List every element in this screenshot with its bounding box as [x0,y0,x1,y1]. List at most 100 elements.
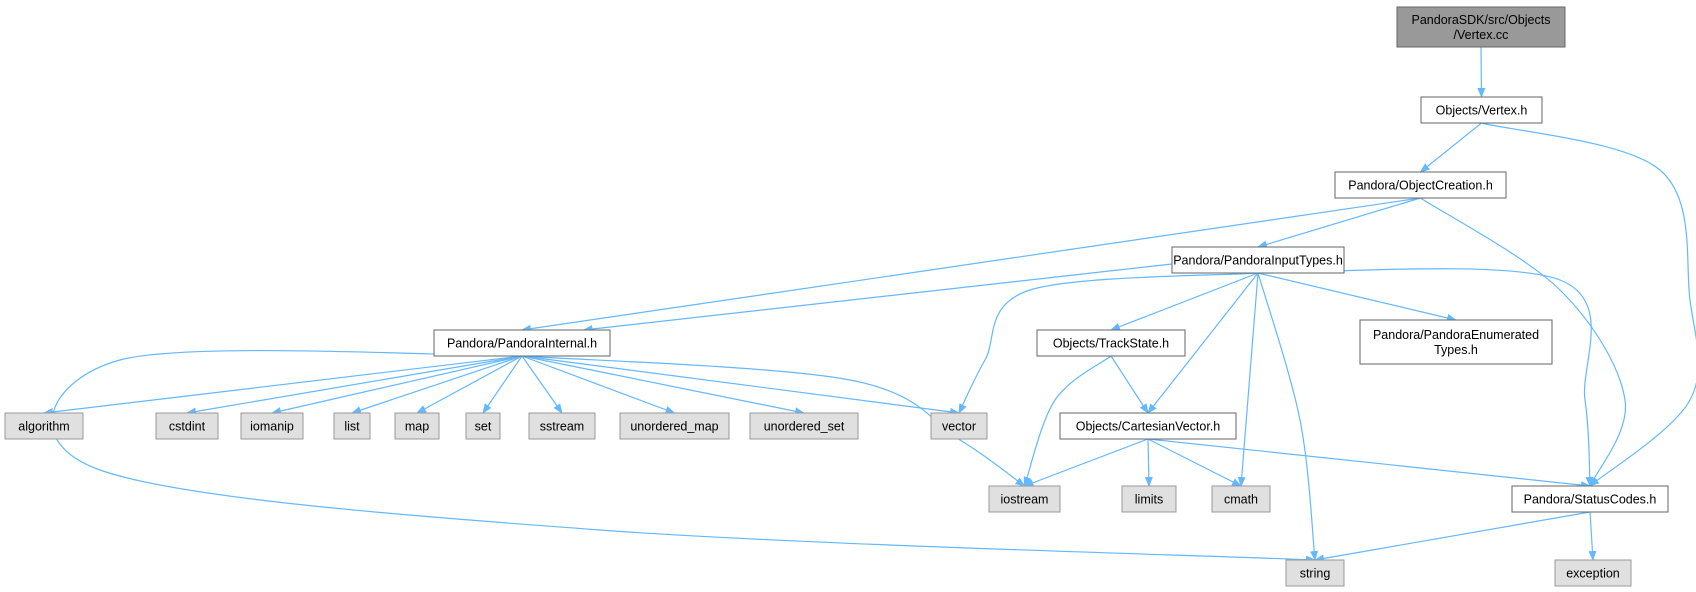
edge-input-types-to-cartesian-vector [1147,272,1259,414]
node-cartesian-vector[interactable]: Objects/CartesianVector.h [1059,412,1237,440]
node-label: algorithm [18,420,69,434]
edge-status-codes-to-string [1314,511,1591,563]
node-box [619,412,730,440]
edge-cartesian-vector-to-iostream [1023,438,1149,487]
node-box [1036,329,1186,357]
node-box [155,412,219,440]
edge-vertex-cc-to-vertex-h [1477,46,1486,98]
node-label: Types.h [1434,343,1478,357]
edge [958,272,1259,414]
edge [521,355,805,416]
edge [1257,272,1319,561]
node-label: Objects/CartesianVector.h [1076,420,1221,434]
node-box [433,329,611,357]
node-box [240,412,304,440]
edge [1147,272,1259,414]
node-track-state[interactable]: Objects/TrackState.h [1036,329,1186,357]
edges-layer [43,46,1696,564]
node-limits: limits [1121,485,1177,513]
node-vertex-cc[interactable]: PandoraSDK/src/Objects/Vertex.cc [1396,6,1566,48]
node-label: cmath [1224,493,1258,507]
node-box [1211,485,1271,513]
node-label: exception [1566,567,1620,581]
node-map: map [394,412,440,440]
node-label: iostream [1001,493,1049,507]
node-box [1334,171,1507,199]
node-box [1059,412,1237,440]
node-box [528,412,596,440]
node-pandora-internal[interactable]: Pandora/PandoraInternal.h [433,329,611,357]
edge [1147,438,1242,487]
edge-pandora-internal-to-sstream [521,355,563,414]
edge [1237,272,1259,487]
node-vector: vector [930,412,988,440]
edge-object-creation-to-status-codes [1420,197,1627,487]
node-exception: exception [1554,559,1632,587]
edge [1110,355,1149,414]
node-label: Objects/TrackState.h [1053,337,1169,351]
edge-vertex-h-to-status-codes [1481,122,1696,487]
edge [482,355,523,414]
edge-object-creation-to-pandora-internal [521,197,1421,333]
node-status-codes[interactable]: Pandora/StatusCodes.h [1511,485,1669,513]
edge-vertex-h-to-object-creation [1419,122,1482,173]
node-label: string [1300,567,1331,581]
edge-pandora-internal-to-algorithm [43,355,523,416]
edge [1144,438,1153,487]
edge [1147,438,1591,490]
edge [186,355,523,416]
edge-pandora-internal-to-cstdint [186,355,523,416]
node-label: Pandora/PandoraInputTypes.h [1173,254,1343,268]
edge [351,355,523,414]
node-label: cstdint [169,420,206,434]
node-box [1121,485,1177,513]
node-label: map [405,420,429,434]
node-label: set [475,420,492,434]
node-cmath: cmath [1211,485,1271,513]
edge-pandora-internal-to-iomanip [271,355,523,415]
edge-pandora-internal-to-unordered-map [521,355,676,414]
edge [521,355,1026,487]
edge [1257,268,1594,487]
node-label: Pandora/PandoraInternal.h [447,337,597,351]
edge-input-types-to-string [1257,272,1319,561]
node-iomanip: iomanip [240,412,304,440]
edge [582,263,1173,333]
edge [521,355,563,414]
node-label: Pandora/StatusCodes.h [1524,493,1657,507]
nodes-layer: PandoraSDK/src/Objects/Vertex.ccObjects/… [4,6,1669,587]
edge [1588,511,1597,561]
node-input-types[interactable]: Pandora/PandoraInputTypes.h [1171,246,1345,274]
node-unordered-set: unordered_set [749,412,859,440]
node-string: string [1285,559,1345,587]
node-label: unordered_set [764,420,845,434]
node-vertex-h[interactable]: Objects/Vertex.h [1420,96,1543,124]
node-box [749,412,859,440]
edge [1314,511,1591,563]
node-set: set [465,412,501,440]
edge-cartesian-vector-to-status-codes [1147,438,1591,490]
edge-cartesian-vector-to-cmath [1147,438,1242,487]
node-box [333,412,371,440]
edge [521,355,960,416]
node-label: Pandora/ObjectCreation.h [1348,179,1493,193]
node-iostream: iostream [988,485,1061,513]
node-label: PandoraSDK/src/Objects [1412,13,1551,27]
node-box [1285,559,1345,587]
edge-input-types-to-vector [958,272,1259,414]
node-box [4,412,84,440]
node-box [1359,319,1553,365]
edge [271,355,523,415]
node-object-creation[interactable]: Pandora/ObjectCreation.h [1334,171,1507,199]
edge [521,355,676,414]
edge [43,355,523,416]
edge-pandora-internal-to-set [482,355,523,414]
edge [1477,46,1486,98]
edge-pandora-internal-to-string [51,349,1316,564]
edge [1257,272,1457,322]
node-label: /Vertex.cc [1454,28,1509,42]
node-box [394,412,440,440]
edge-pandora-internal-to-vector [521,355,960,416]
edge-input-types-to-enumerated-types [1257,272,1457,322]
